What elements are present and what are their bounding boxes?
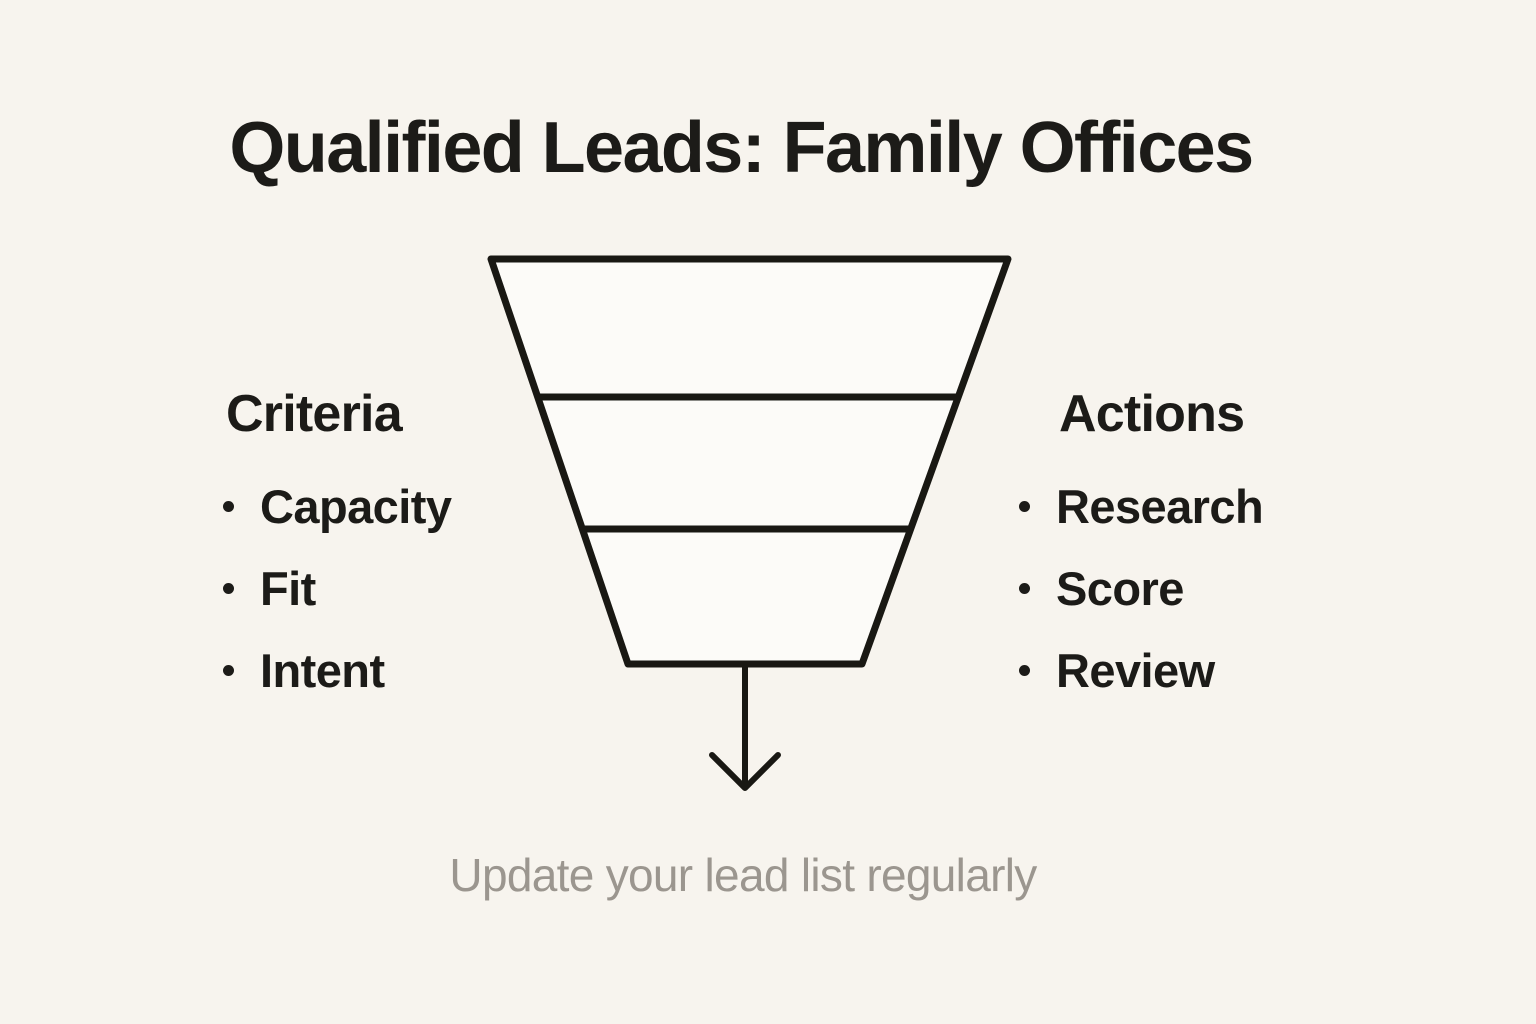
list-item-label: Capacity <box>260 479 452 533</box>
bullet-icon <box>1019 500 1030 512</box>
bullet-icon <box>223 582 234 594</box>
list-item: Intent <box>223 629 451 711</box>
list-item-label: Fit <box>260 561 316 615</box>
list-item: Score <box>1019 547 1263 629</box>
list-item: Fit <box>223 547 451 629</box>
funnel-outline <box>487 255 1012 668</box>
list-item-label: Intent <box>260 643 385 697</box>
bullet-icon <box>223 500 234 512</box>
list-item-label: Research <box>1056 479 1264 533</box>
page-title: Qualified Leads: Family Offices <box>229 108 1254 188</box>
list-item: Review <box>1019 629 1263 711</box>
bullet-icon <box>1019 664 1030 676</box>
bullet-icon <box>223 664 234 676</box>
actions-list: Research Score Review <box>1019 465 1264 711</box>
list-item-label: Score <box>1056 561 1184 615</box>
down-arrow-icon <box>709 752 781 791</box>
list-item: Research <box>1019 465 1264 547</box>
list-item-label: Review <box>1056 643 1215 697</box>
list-item: Capacity <box>223 465 452 547</box>
criteria-heading: Criteria <box>226 385 403 443</box>
bullet-icon <box>1019 582 1030 594</box>
footer-note: Update your lead list regularly <box>449 849 1037 901</box>
criteria-list: Capacity Fit Intent <box>223 465 452 711</box>
actions-heading: Actions <box>1059 385 1245 443</box>
